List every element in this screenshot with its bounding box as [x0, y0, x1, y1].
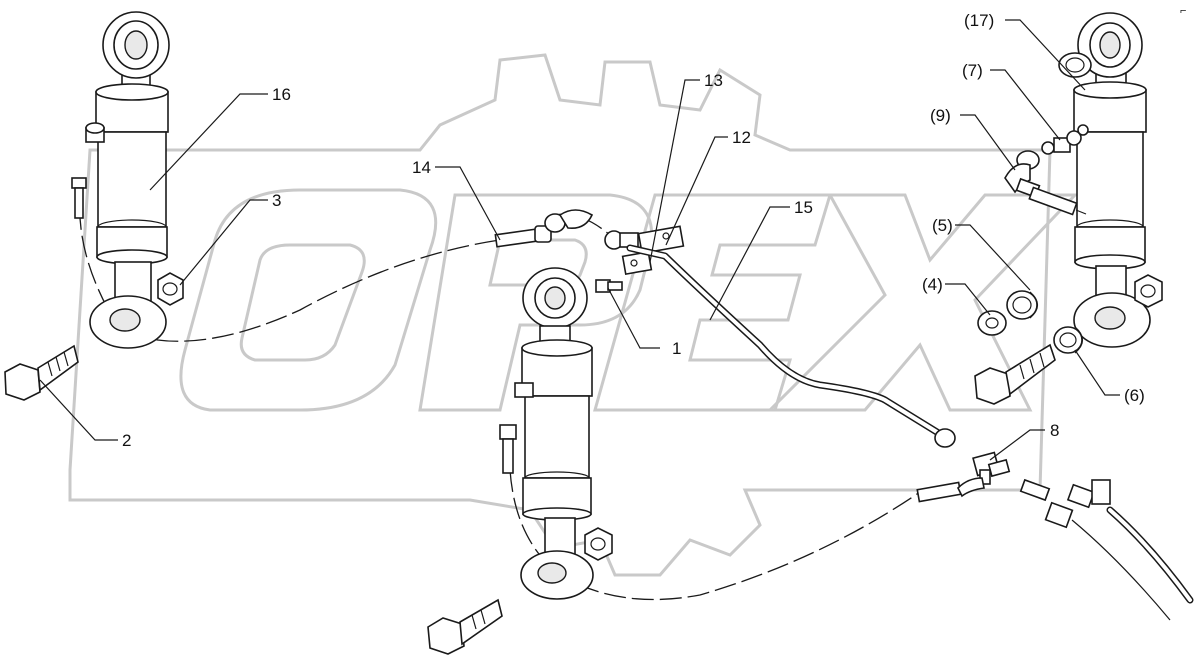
- hex-bolt-2: [4, 344, 79, 401]
- callout-12: 12: [732, 128, 751, 147]
- hydraulic-cylinder-right: [1073, 12, 1151, 348]
- pipe-clamp-12: [637, 225, 685, 255]
- leader-lines: [39, 19, 1120, 461]
- callout-2: 2: [122, 431, 131, 450]
- callout-17: (17): [964, 11, 994, 30]
- banjo-bolt-left: [71, 177, 87, 219]
- callout-3: 3: [272, 191, 281, 210]
- callout-15: 15: [794, 198, 813, 217]
- callout-1: 1: [672, 339, 681, 358]
- watermark-letters: [179, 188, 1079, 412]
- hex-nut-3: [157, 272, 184, 306]
- hose-end-fitting-lower: [916, 477, 985, 503]
- bushing-6: [1053, 326, 1084, 354]
- hex-nut-right: [1134, 274, 1163, 308]
- pipe-clamp-13: [621, 250, 653, 276]
- callout-7: (7): [962, 61, 983, 80]
- bushing-5: [1006, 290, 1039, 320]
- callout-9: (9): [930, 106, 951, 125]
- hydraulic-cylinder-center: [514, 267, 594, 600]
- hydraulic-cylinder-left: [85, 11, 170, 349]
- callout-16: 16: [272, 85, 291, 104]
- hex-bolt-center: [427, 598, 503, 655]
- hex-nut-center: [584, 527, 613, 561]
- callout-6: (6): [1124, 386, 1145, 405]
- pipe-union-nut: [604, 230, 639, 250]
- callout-13: 13: [704, 71, 723, 90]
- callout-14: 14: [412, 158, 431, 177]
- corner-mark: ⌐: [1180, 5, 1186, 17]
- banjo-bolt-center: [499, 424, 517, 474]
- callout-5: (5): [932, 216, 953, 235]
- hydraulic-pipe-15: [626, 244, 956, 448]
- hose-end-fitting-14: [494, 209, 594, 248]
- bushing-17: [1058, 52, 1092, 78]
- hose-end-fitting-right: [1028, 186, 1087, 216]
- hex-bolt-right: [974, 343, 1056, 405]
- hydraulic-hose-center: [509, 469, 921, 601]
- callout-8: 8: [1050, 421, 1059, 440]
- washer-4: [977, 310, 1007, 336]
- fitting-7: [1041, 124, 1089, 155]
- connector-fitting-right: [1019, 478, 1111, 529]
- callout-4: (4): [922, 275, 943, 294]
- hydraulic-pipe-right-lower: [1071, 506, 1194, 621]
- cap-screw-1: [595, 279, 623, 293]
